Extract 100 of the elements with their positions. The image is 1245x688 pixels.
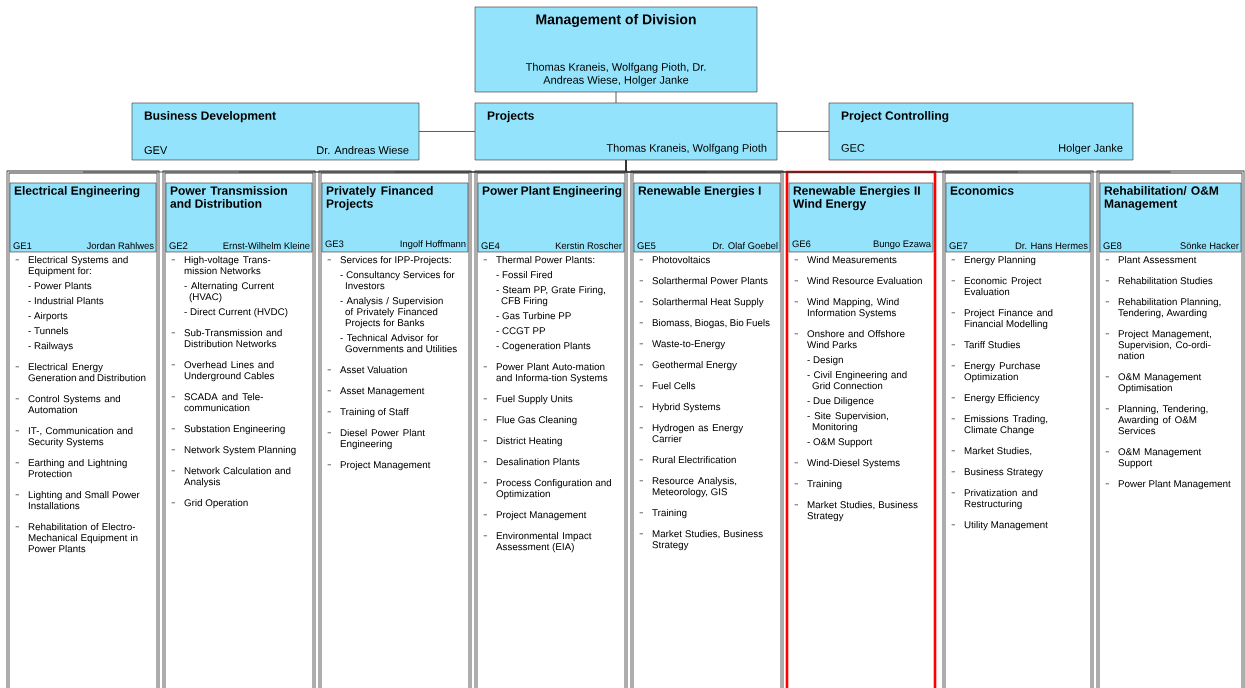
list-item: - Technical Advisor for Governments and Utilities [340,334,457,353]
unit-code: GE5 [637,242,656,249]
list-item: Photovoltaics [639,256,710,264]
list-item: Control Systems and Automation [15,395,121,414]
list-item: - O&M Support [807,438,873,448]
list-item: Electrical Energy Generation and Distribution [15,363,146,382]
list-item: Electrical Systems and Equipment for: [15,256,128,277]
department-box [474,102,778,161]
unit-code: GEV [144,146,168,154]
department-header [9,182,157,253]
department-header [165,182,313,253]
list-item: Training [794,480,842,490]
list-item: Onshore and Offshore Wind Parks [794,330,905,349]
connector-line [776,131,830,132]
list-item: - Cogeneration Plants [496,342,591,352]
list-item: Emissions Trading, Climate Change [951,415,1048,436]
unit-code: GE7 [949,242,968,249]
heading: Rehabilitation/ O&M Management [1104,186,1219,211]
list-item: Fuel Cells [639,382,696,390]
list-item: Hydrogen as Energy Carrier [639,424,744,443]
department-box [131,102,420,161]
list-item: Lighting and Small Power Installations [15,491,140,510]
list-item: Market Studies, Business Strategy [639,530,763,551]
unit-code: GE2 [169,242,188,249]
department-header [321,182,469,253]
list-item: Project Management, Supervision, Co-ordi-nation [1105,330,1211,360]
unit-code: GEC [841,144,865,152]
list-item: Rehabilitation Planning, Tendering, Awarding [1105,298,1221,319]
list-item: Energy Planning [951,256,1036,266]
list-item: Energy Purchase Optimization [951,362,1041,383]
list-item: Training of Staff [327,408,409,418]
list-item: Process Configuration and Optimization [483,479,611,500]
department-header [633,182,781,253]
list-item: Project Management [327,461,431,471]
list-item: Plant Assessment [1105,256,1197,264]
heading: Business Development [144,111,276,123]
list-item: Rural Electrification [639,456,736,464]
list-item: District Heating [483,437,562,447]
list-item: - Industrial Plants [28,297,104,305]
management-box [474,6,758,93]
list-item: Grid Operation [171,499,248,509]
list-item: - Analysis / Supervision of Privately Financed Projects for Banks [340,297,443,329]
list-item: Planning, Tendering, Awarding of O&M Services [1105,405,1208,435]
list-item: - Gas Turbine PP [496,312,571,320]
person-name: Kerstin Roscher [555,242,622,249]
person-name: Dr. Andreas Wiese [317,145,409,154]
list-item: Thermal Power Plants: [483,256,595,264]
list-item: Fuel Supply Units [483,395,573,405]
list-item: Economic Project Evaluation [951,277,1042,296]
list-item: High-voltage Trans-mission Networks [171,256,271,275]
list-item: - Consultancy Services for Investors [340,271,455,290]
unit-code: GE3 [325,240,344,248]
department-box [828,102,1134,161]
list-item: Desalination Plants [483,458,580,466]
list-item: Privatization and Restructuring [951,489,1038,510]
list-item: - Design [807,356,843,366]
person-name: Bungo Ezawa [873,240,931,249]
unit-code: GE8 [1103,242,1122,249]
list-item: Tariff Studies [951,341,1021,349]
person-name: Holger Janke [1059,143,1123,154]
list-item: Network Calculation and Analysis [171,467,291,488]
heading: Renewable Energies I [638,186,761,198]
list-item: Flue Gas Cleaning [483,416,577,426]
person-name: Jordan Rahlwes [86,242,154,249]
list-item: - Airports [28,312,68,322]
unit-code: GE1 [13,242,32,249]
list-item: Waste-to-Energy [639,340,726,350]
list-item: Project Management [483,511,587,521]
department-header [1099,182,1242,253]
list-item: Substation Engineering [171,425,285,435]
department-header [788,182,934,253]
list-item: Earthing and Lightning Protection [15,459,127,478]
list-item: - Direct Current (HVDC) [184,308,288,318]
list-item: Resource Analysis, Meteorology, GIS [639,477,737,498]
list-item: O&M Management Optimisation [1105,373,1202,394]
heading: Renewable Energies II Wind Energy [793,186,920,211]
heading: Privately Financed Projects [326,186,433,211]
list-item: Geothermal Energy [639,361,737,371]
list-item: Services for IPP-Projects: [327,256,451,266]
department-header [945,182,1091,253]
unit-code: GE6 [792,240,811,248]
heading: Project Controlling [841,111,949,123]
list-item: - Power Plants [28,282,92,290]
list-item: - Fossil Fired [496,271,552,279]
list-item: - Site Supervision, Monitoring [807,412,888,433]
person-name: Ingolf Hoffmann [400,240,466,249]
list-item: Solarthermal Heat Supply [639,298,764,308]
person-name: Dr. Olaf Goebel [713,242,778,249]
list-item: Energy Efficiency [951,394,1040,404]
connector-line [615,91,617,104]
list-item: Asset Valuation [327,366,407,374]
list-item: Rehabilitation of Electro-Mechanical Equipment in Power Plants [15,523,138,553]
unit-code: GE4 [481,242,500,249]
connector-line [625,159,1171,173]
heading: Projects [487,111,534,123]
list-item: Wind Mapping, Wind Information Systems [794,298,899,319]
connector-line [418,131,476,132]
list-item: - CCGT PP [496,327,545,335]
list-item: Rehabilitation Studies [1105,277,1213,285]
list-item: Network System Planning [171,446,296,456]
